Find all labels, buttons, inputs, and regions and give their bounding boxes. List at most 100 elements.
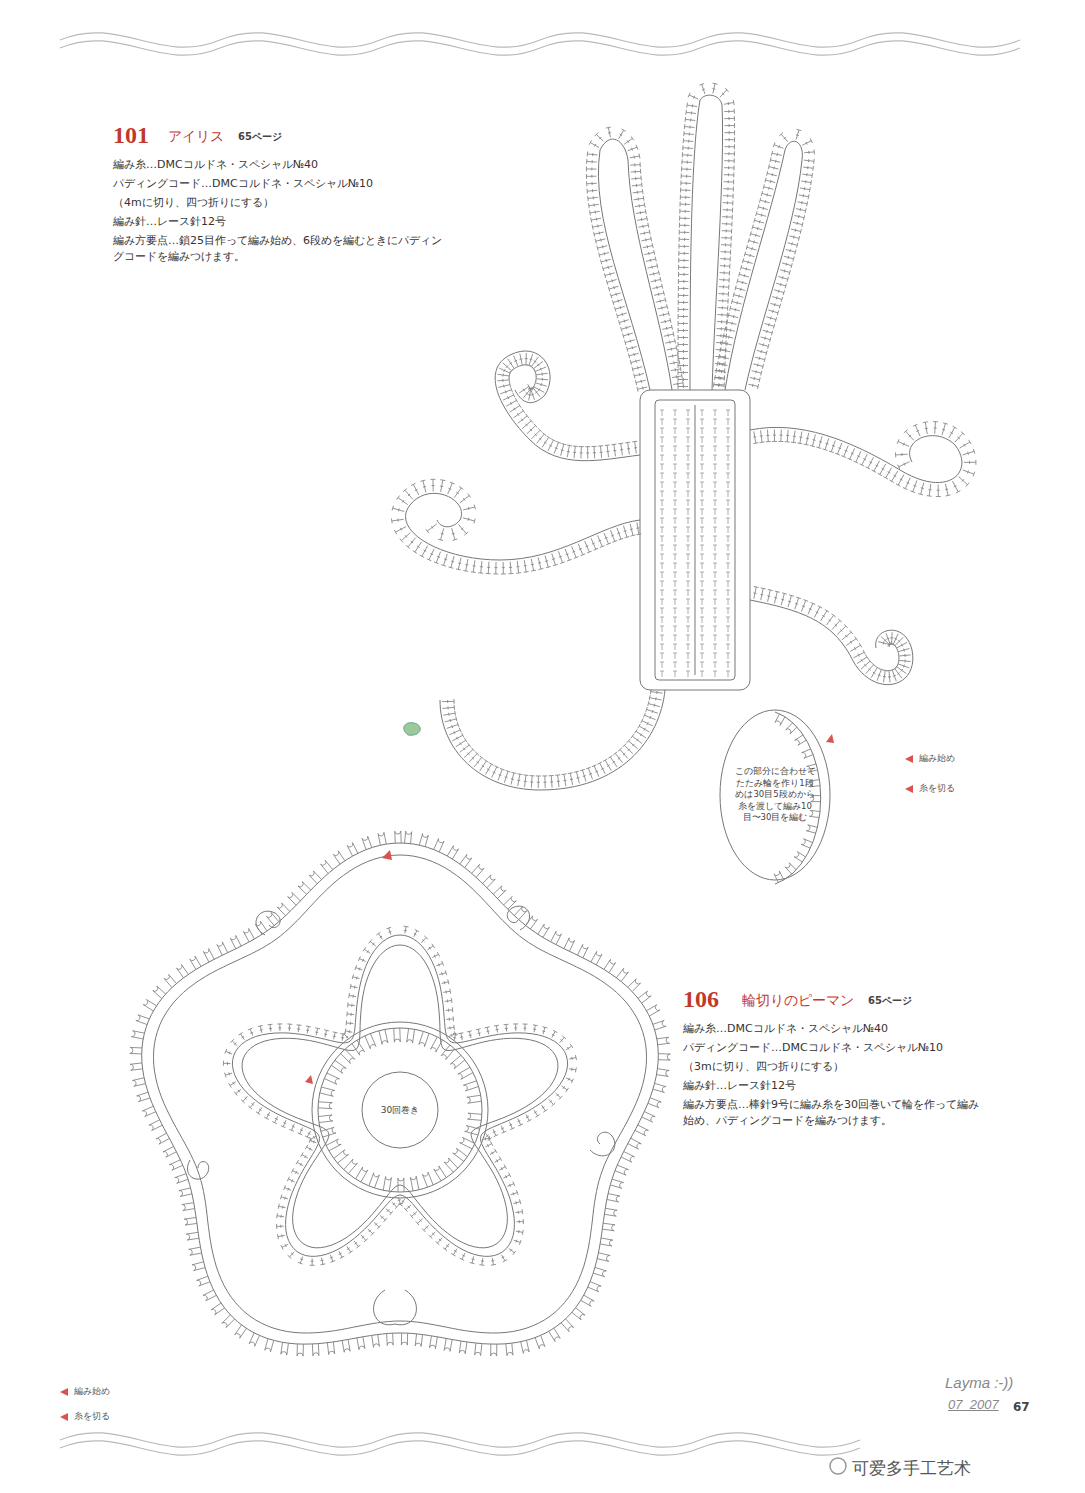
stitch xyxy=(404,926,409,928)
stitch xyxy=(461,528,463,530)
stitch xyxy=(636,212,646,214)
stitch xyxy=(713,473,717,474)
stitch xyxy=(784,137,786,139)
stitch xyxy=(456,740,466,747)
stitch xyxy=(725,88,729,91)
stitch xyxy=(899,660,911,661)
picot xyxy=(130,1063,143,1070)
stitch xyxy=(451,556,454,568)
stitch xyxy=(445,970,446,975)
stitch xyxy=(714,385,724,387)
stitch xyxy=(688,147,689,150)
stitch xyxy=(683,336,684,339)
stitch xyxy=(748,238,749,243)
stitch xyxy=(525,358,528,359)
stitch xyxy=(590,218,592,223)
stitch xyxy=(841,456,846,458)
stitch xyxy=(791,442,796,444)
picot xyxy=(235,1325,247,1338)
stitch xyxy=(453,1033,458,1035)
stitch xyxy=(886,467,892,477)
stitch xyxy=(724,264,725,267)
stitch xyxy=(688,518,689,524)
stitch xyxy=(554,442,558,453)
stitch xyxy=(678,358,688,359)
stitch xyxy=(825,438,829,449)
stitch xyxy=(906,431,914,440)
stitch xyxy=(506,1024,508,1031)
stitch xyxy=(682,168,692,170)
stitch xyxy=(660,509,664,510)
stitch xyxy=(835,624,837,626)
stitch xyxy=(542,432,546,435)
stitch xyxy=(660,563,664,564)
stitch xyxy=(715,491,716,497)
picot xyxy=(774,871,784,883)
stitch xyxy=(613,450,616,451)
stitch xyxy=(732,201,733,206)
stitch xyxy=(715,446,716,452)
stitch xyxy=(632,441,637,443)
stitch xyxy=(444,558,447,560)
stitch xyxy=(572,546,576,557)
stitch xyxy=(728,102,730,105)
stitch xyxy=(593,225,603,227)
stitch xyxy=(429,947,431,949)
stitch xyxy=(755,370,757,373)
stitch xyxy=(954,486,957,487)
stitch xyxy=(899,655,911,656)
stitch xyxy=(660,599,664,600)
stitch xyxy=(537,782,540,783)
stitch xyxy=(581,554,586,556)
stitch xyxy=(459,728,461,733)
stitch xyxy=(796,134,799,136)
stitch xyxy=(875,666,879,669)
stitch xyxy=(528,384,531,388)
stitch-group xyxy=(753,422,976,497)
stitch xyxy=(683,294,684,297)
stitch xyxy=(878,642,890,645)
stitch xyxy=(447,725,458,729)
stitch xyxy=(728,159,729,162)
stitch xyxy=(975,460,976,465)
stitch xyxy=(392,506,393,511)
stitch xyxy=(688,527,689,533)
stitch xyxy=(733,100,735,105)
stitch xyxy=(724,146,734,147)
stitch xyxy=(713,608,717,609)
stitch xyxy=(606,280,607,285)
stitch xyxy=(661,320,671,322)
stitch xyxy=(457,737,458,740)
stitch xyxy=(473,560,475,572)
stitch xyxy=(857,657,867,664)
stitch xyxy=(503,363,512,371)
stitch xyxy=(730,243,731,248)
stitch xyxy=(644,252,654,254)
stitch xyxy=(452,735,463,741)
picot xyxy=(593,1267,606,1276)
stitch xyxy=(797,129,802,130)
stitch xyxy=(649,230,650,235)
stitch xyxy=(787,277,788,282)
stitch xyxy=(949,427,955,437)
stitch xyxy=(675,635,676,641)
stitch xyxy=(728,180,729,183)
stitch xyxy=(453,1016,454,1021)
scroll-line xyxy=(60,1433,860,1447)
stitch xyxy=(826,443,829,445)
stitch xyxy=(648,252,650,255)
stitch xyxy=(440,479,445,481)
stitch xyxy=(497,374,509,376)
stitch xyxy=(566,554,569,555)
stitch xyxy=(528,394,531,396)
stitch xyxy=(573,452,576,453)
stitch xyxy=(585,541,590,552)
stitch xyxy=(688,662,689,668)
picot xyxy=(795,735,807,745)
stitch xyxy=(699,84,704,86)
stitch xyxy=(723,285,724,288)
stitch xyxy=(766,351,767,356)
stitch xyxy=(628,749,630,751)
stitch xyxy=(640,169,641,174)
stitch xyxy=(505,390,506,393)
